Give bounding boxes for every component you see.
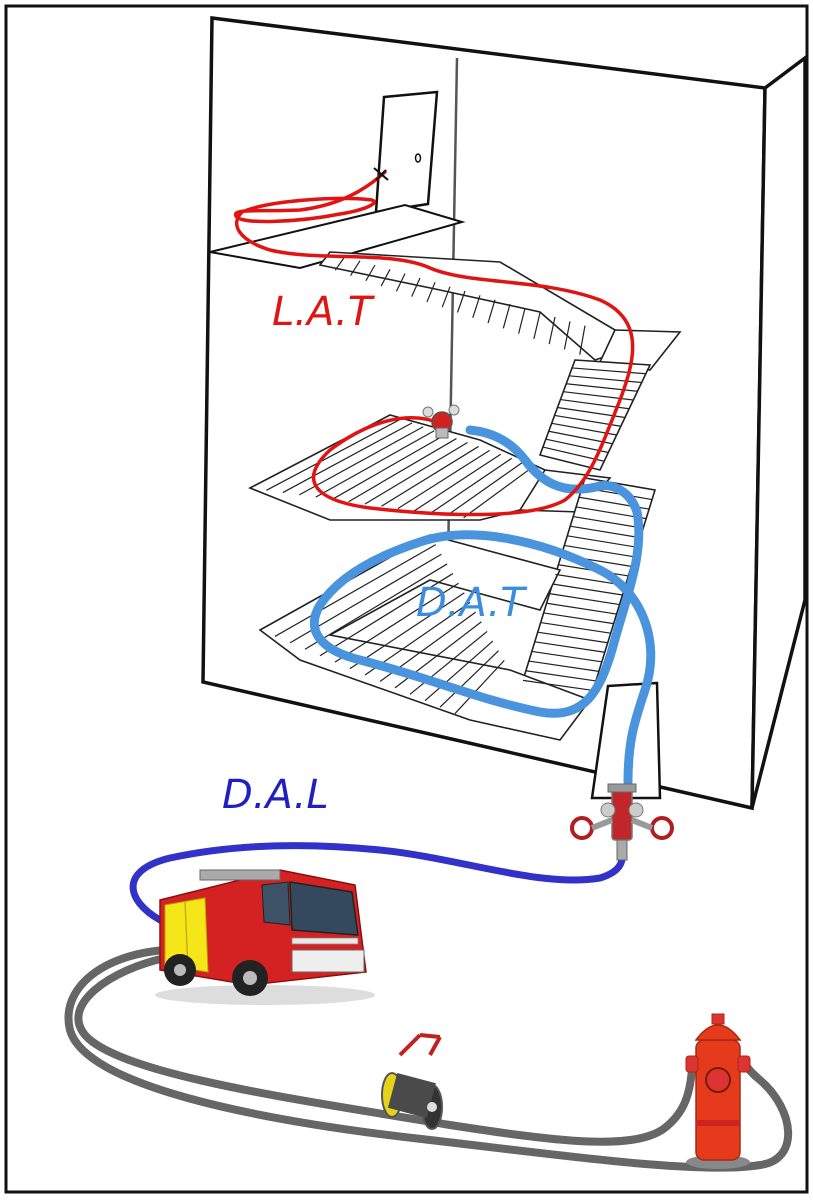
fire-hydrant-icon	[686, 1014, 750, 1169]
supply-hose-inner	[78, 958, 693, 1142]
lat-label: L.A.T	[272, 289, 376, 335]
upper-door	[376, 92, 437, 212]
dat-label: D.A.T	[416, 580, 528, 626]
dal-label: D.A.L	[222, 772, 329, 818]
fire-truck-icon	[155, 870, 375, 1005]
